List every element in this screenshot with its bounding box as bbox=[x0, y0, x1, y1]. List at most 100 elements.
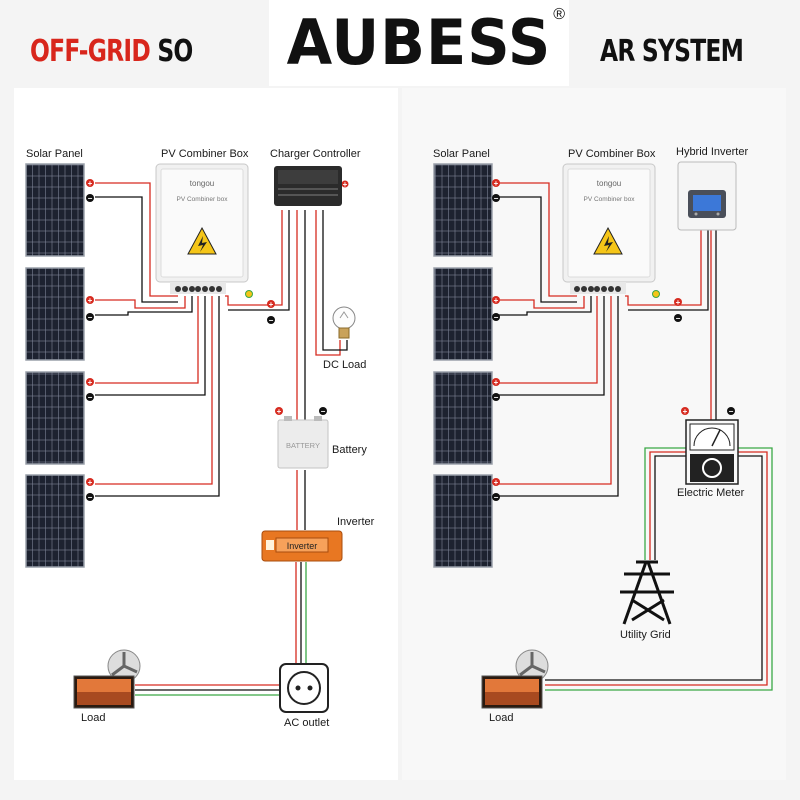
left-title: OFF-GRID SO bbox=[30, 34, 193, 69]
label-solar-panel-right: Solar Panel bbox=[433, 148, 490, 160]
svg-text:−: − bbox=[494, 493, 499, 502]
terminal-markers: + − + − + − + − + − + − + − + − + − + − … bbox=[86, 179, 735, 502]
label-utility-grid: Utility Grid bbox=[620, 629, 671, 641]
registered-mark: ® bbox=[553, 6, 565, 23]
right-panel-wires bbox=[495, 182, 773, 691]
svg-text:+: + bbox=[494, 296, 499, 305]
brand-name: AUBESS bbox=[286, 6, 552, 79]
label-inverter: Inverter bbox=[337, 516, 375, 528]
battery-device bbox=[277, 416, 329, 469]
svg-text:+: + bbox=[494, 478, 499, 487]
svg-text:+: + bbox=[494, 378, 499, 387]
solar-panel-1 bbox=[25, 163, 85, 257]
solar-panel-r3 bbox=[433, 371, 493, 465]
plus-icon: + bbox=[86, 179, 94, 188]
plus-icon: + bbox=[275, 407, 283, 416]
svg-text:−: − bbox=[88, 313, 93, 322]
right-title: AR SYSTEM bbox=[600, 34, 744, 69]
svg-text:+: + bbox=[676, 298, 681, 307]
svg-text:−: − bbox=[88, 493, 93, 502]
svg-text:−: − bbox=[494, 194, 499, 203]
svg-text:+: + bbox=[88, 478, 93, 487]
svg-text:+: + bbox=[494, 179, 499, 188]
svg-text:+: + bbox=[277, 407, 282, 416]
plus-icon: + bbox=[492, 478, 500, 487]
brand-logo: AUBESS ® bbox=[269, 0, 569, 86]
ac-outlet-icon bbox=[279, 663, 329, 713]
svg-text:+: + bbox=[88, 179, 93, 188]
minus-icon: − bbox=[86, 313, 94, 322]
solar-panel-r4 bbox=[433, 474, 493, 568]
utility-tower-icon bbox=[620, 560, 674, 625]
left-panel-wires bbox=[95, 182, 348, 696]
label-ac-outlet: AC outlet bbox=[284, 717, 330, 729]
svg-text:+: + bbox=[343, 180, 348, 189]
ground-icon bbox=[652, 290, 660, 298]
left-title-rest: SO bbox=[157, 34, 193, 69]
solar-panel-r2 bbox=[433, 267, 493, 361]
plus-icon: + bbox=[341, 180, 349, 189]
electric-meter-device bbox=[685, 419, 739, 485]
minus-icon: − bbox=[86, 493, 94, 502]
combiner-subtitle-left: PV Combiner box bbox=[177, 196, 229, 203]
minus-icon: − bbox=[319, 407, 327, 416]
left-title-offgrid: OFF-GRID bbox=[30, 34, 151, 69]
solar-panel-2 bbox=[25, 267, 85, 361]
svg-text:−: − bbox=[494, 313, 499, 322]
minus-icon: − bbox=[492, 493, 500, 502]
svg-text:−: − bbox=[729, 407, 734, 416]
svg-text:−: − bbox=[269, 316, 274, 325]
label-load-right: Load bbox=[489, 712, 514, 724]
minus-icon: − bbox=[492, 194, 500, 203]
minus-icon: − bbox=[492, 393, 500, 402]
light-bulb-icon bbox=[332, 306, 356, 339]
svg-text:+: + bbox=[88, 378, 93, 387]
left-combiner-box bbox=[155, 163, 253, 298]
right-solar-panels bbox=[433, 163, 493, 568]
combiner-subtitle-right: PV Combiner box bbox=[584, 196, 636, 203]
minus-icon: − bbox=[86, 393, 94, 402]
plus-icon: + bbox=[86, 296, 94, 305]
plus-icon: + bbox=[86, 378, 94, 387]
svg-text:−: − bbox=[676, 314, 681, 323]
combiner-brand-left: tongou bbox=[190, 179, 214, 188]
label-combiner-left: PV Combiner Box bbox=[161, 148, 249, 160]
battery-inner-text: BATTERY bbox=[286, 441, 320, 450]
label-dc-load: DC Load bbox=[323, 359, 367, 371]
label-battery: Battery bbox=[332, 444, 367, 456]
svg-text:−: − bbox=[321, 407, 326, 416]
plus-icon: + bbox=[492, 296, 500, 305]
plus-icon: + bbox=[86, 478, 94, 487]
solar-panel-r1 bbox=[433, 163, 493, 257]
minus-icon: − bbox=[267, 316, 275, 325]
svg-text:+: + bbox=[683, 407, 688, 416]
solar-panel-3 bbox=[25, 371, 85, 465]
svg-text:−: − bbox=[88, 194, 93, 203]
hybrid-inverter-device bbox=[677, 161, 737, 231]
svg-text:+: + bbox=[269, 300, 274, 309]
inverter-inner-text: Inverter bbox=[287, 541, 318, 551]
right-combiner-box bbox=[562, 163, 660, 298]
svg-text:−: − bbox=[88, 393, 93, 402]
left-solar-panels bbox=[25, 163, 85, 568]
combiner-brand-right: tongou bbox=[597, 179, 621, 188]
label-charge-controller: Charger Controller bbox=[270, 148, 361, 160]
tv-fan-load-icon bbox=[73, 649, 141, 709]
label-hybrid-inverter: Hybrid Inverter bbox=[676, 146, 749, 158]
label-electric-meter: Electric Meter bbox=[677, 487, 745, 499]
ground-icon bbox=[245, 290, 253, 298]
solar-panel-4 bbox=[25, 474, 85, 568]
tv-fan-load-icon-right bbox=[481, 649, 549, 709]
svg-text:−: − bbox=[494, 393, 499, 402]
charge-controller-device bbox=[274, 166, 342, 206]
inverter-device bbox=[261, 530, 343, 562]
plus-icon: + bbox=[681, 407, 689, 416]
minus-icon: − bbox=[674, 314, 682, 323]
minus-icon: − bbox=[492, 313, 500, 322]
label-combiner-right: PV Combiner Box bbox=[568, 148, 656, 160]
minus-icon: − bbox=[86, 194, 94, 203]
minus-icon: − bbox=[727, 407, 735, 416]
plus-icon: + bbox=[492, 179, 500, 188]
